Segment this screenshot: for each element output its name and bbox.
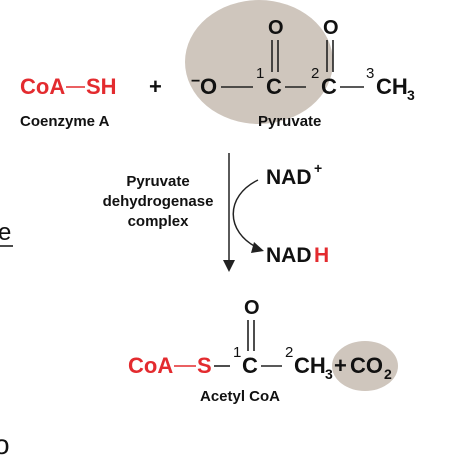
nadh-h: H xyxy=(314,244,329,267)
cofactor-arrow-head xyxy=(251,242,264,253)
enzyme-line-1: Pyruvate xyxy=(126,173,189,190)
carboxylate-oxygen: O xyxy=(200,74,217,99)
product-o-top: O xyxy=(244,297,260,319)
acetyl-coa-caption: Acetyl CoA xyxy=(200,388,280,405)
product-plus: + xyxy=(334,353,347,378)
cutoff-letter-o: o xyxy=(0,429,10,460)
enzyme-line-3: complex xyxy=(128,213,190,230)
pyruvate-caption: Pyruvate xyxy=(258,113,321,130)
coenzyme-a-caption: Coenzyme A xyxy=(20,113,110,130)
pyruvate-c1: C xyxy=(266,74,282,99)
product-ch3-subscript: 3 xyxy=(325,366,333,382)
product-c1: C xyxy=(242,353,258,378)
product-carbon-number-2: 2 xyxy=(285,344,293,361)
product-coa: CoA xyxy=(128,353,173,378)
carbon-number-3: 3 xyxy=(366,65,374,82)
pyruvate-c2: C xyxy=(321,74,337,99)
pyruvate-o-top-1: O xyxy=(268,17,284,39)
nadh-nad: NAD xyxy=(266,244,312,267)
co2-highlight-oval xyxy=(332,341,398,391)
nad-plus-superscript: + xyxy=(314,160,322,176)
carboxyl-highlight-oval xyxy=(185,0,333,124)
sh-label: SH xyxy=(86,74,117,99)
pyruvate-ch3-subscript: 3 xyxy=(407,87,415,103)
co2-label: CO xyxy=(350,353,383,378)
cofactor-curved-arrow xyxy=(232,179,259,249)
pyruvate-o-top-2: O xyxy=(323,17,339,39)
cutoff-letter-e: e xyxy=(0,219,11,246)
pyruvate-ch3: CH xyxy=(376,74,408,99)
reactant-plus: + xyxy=(149,74,162,99)
product-s: S xyxy=(197,353,212,378)
reaction-arrow-head xyxy=(223,260,235,272)
co2-subscript: 2 xyxy=(384,366,392,382)
enzyme-line-2: dehydrogenase xyxy=(103,193,214,210)
product-ch3: CH xyxy=(294,353,326,378)
product-carbon-number-1: 1 xyxy=(233,344,241,361)
carbon-number-2: 2 xyxy=(311,65,319,82)
carboxylate-minus: − xyxy=(191,73,200,90)
nad-plus: NAD xyxy=(266,166,312,189)
carbon-number-1: 1 xyxy=(256,65,264,82)
coa-label: CoA xyxy=(20,74,65,99)
